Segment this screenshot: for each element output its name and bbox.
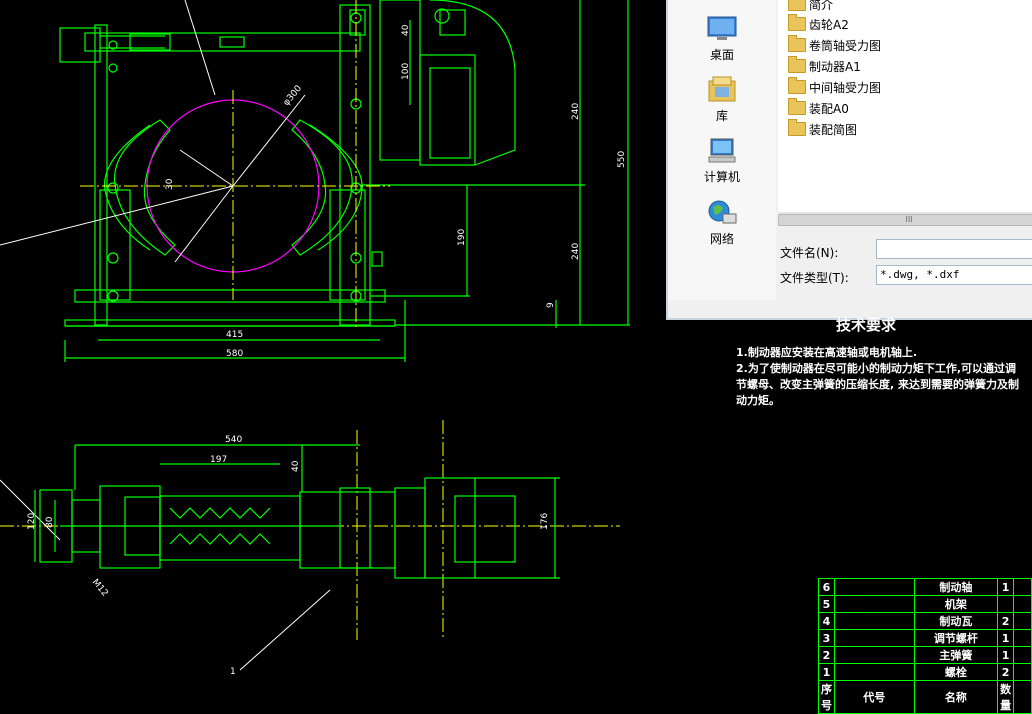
dim-240-lower: 240	[571, 243, 581, 260]
places-sidebar: 桌面 库 计算机 网络	[668, 0, 776, 300]
bom-header: 序号代号名称数量	[818, 680, 1032, 714]
filetype-label: 文件类型(T):	[780, 271, 849, 285]
folder-icon	[788, 14, 806, 31]
dim-176: 176	[540, 513, 550, 530]
file-item-3[interactable]: 制动器A1	[788, 56, 861, 78]
dim-9: 9	[546, 302, 556, 308]
library-icon	[708, 76, 736, 102]
dim-m12: M12	[90, 578, 110, 599]
file-item-6[interactable]: 装配简图	[788, 119, 857, 141]
folder-icon	[788, 98, 806, 115]
file-open-dialog: 桌面 库 计算机 网络 简介 齿轮A2 卷筒轴受力图 制动器A1 中间轴受力图 …	[666, 0, 1032, 320]
place-label-computer: 计算机	[703, 170, 740, 184]
filename-input[interactable]	[876, 239, 1032, 259]
file-item-1[interactable]: 齿轮A2	[788, 14, 849, 36]
dim-540: 540	[225, 435, 242, 445]
filename-label: 文件名(N):	[780, 246, 839, 260]
dim-580: 580	[226, 349, 243, 359]
dim-angle-30: 30	[165, 178, 175, 190]
front-view	[59, 0, 630, 362]
top-view	[34, 444, 560, 579]
dim-197: 197	[210, 455, 227, 465]
dim-550: 550	[617, 151, 627, 168]
dim-100: 100	[401, 63, 411, 80]
dim-phi-300: φ300	[282, 84, 305, 108]
filetype-select[interactable]: *.dwg, *.dxf	[876, 265, 1032, 285]
place-desktop[interactable]: 桌面	[668, 14, 776, 63]
desktop-icon	[707, 16, 737, 40]
file-item-5[interactable]: 装配A0	[788, 98, 849, 120]
place-label-network: 网络	[709, 232, 734, 246]
network-icon	[708, 200, 737, 224]
file-list[interactable]: 简介 齿轮A2 卷筒轴受力图 制动器A1 中间轴受力图 装配A0 装配简图	[778, 0, 1032, 212]
folder-icon	[788, 0, 806, 11]
notes-title: 技术要求	[836, 316, 897, 334]
place-label-library: 库	[715, 109, 728, 123]
dim-120: 120	[27, 513, 37, 530]
place-computer[interactable]: 计算机	[668, 136, 776, 185]
dim-40-side: 40	[401, 24, 411, 36]
technical-notes: 1.制动器应安装在高速轴或电机轴上. 2.为了使制动器在尽可能小的制动力矩下工作…	[736, 345, 1032, 409]
dim-415: 415	[226, 330, 243, 340]
horizontal-scrollbar[interactable]: III	[778, 212, 1032, 226]
place-library[interactable]: 库	[668, 75, 776, 124]
dim-240-upper: 240	[571, 103, 581, 120]
folder-icon	[788, 56, 806, 73]
note-line-1: 1.制动器应安装在高速轴或电机轴上.	[736, 346, 918, 359]
file-item-2[interactable]: 卷筒轴受力图	[788, 35, 881, 57]
folder-icon	[788, 119, 806, 136]
leader-number-1: 1	[230, 667, 236, 677]
leader-lines	[0, 0, 331, 671]
computer-icon	[708, 138, 736, 163]
dim-40-top: 40	[291, 460, 301, 472]
dimension-labels: 540 197 415 580 176 40 120 80 240 240 55…	[27, 24, 627, 677]
scrollbar-thumb[interactable]: III	[778, 214, 1032, 226]
note-line-4: 动力矩。	[736, 394, 780, 407]
folder-icon	[788, 35, 806, 52]
note-line-2: 2.为了使制动器在尽可能小的制动力矩下工作,可以通过调	[736, 362, 1017, 375]
dim-80: 80	[45, 516, 55, 528]
file-item-4[interactable]: 中间轴受力图	[788, 77, 881, 99]
file-item-0[interactable]: 简介	[788, 0, 833, 16]
folder-icon	[788, 77, 806, 94]
note-line-3: 节螺母、改变主弹簧的压缩长度, 来达到需要的弹簧力及制	[736, 378, 1020, 391]
dim-190: 190	[457, 229, 467, 246]
place-network[interactable]: 网络	[668, 198, 776, 247]
place-label-desktop: 桌面	[709, 48, 734, 62]
